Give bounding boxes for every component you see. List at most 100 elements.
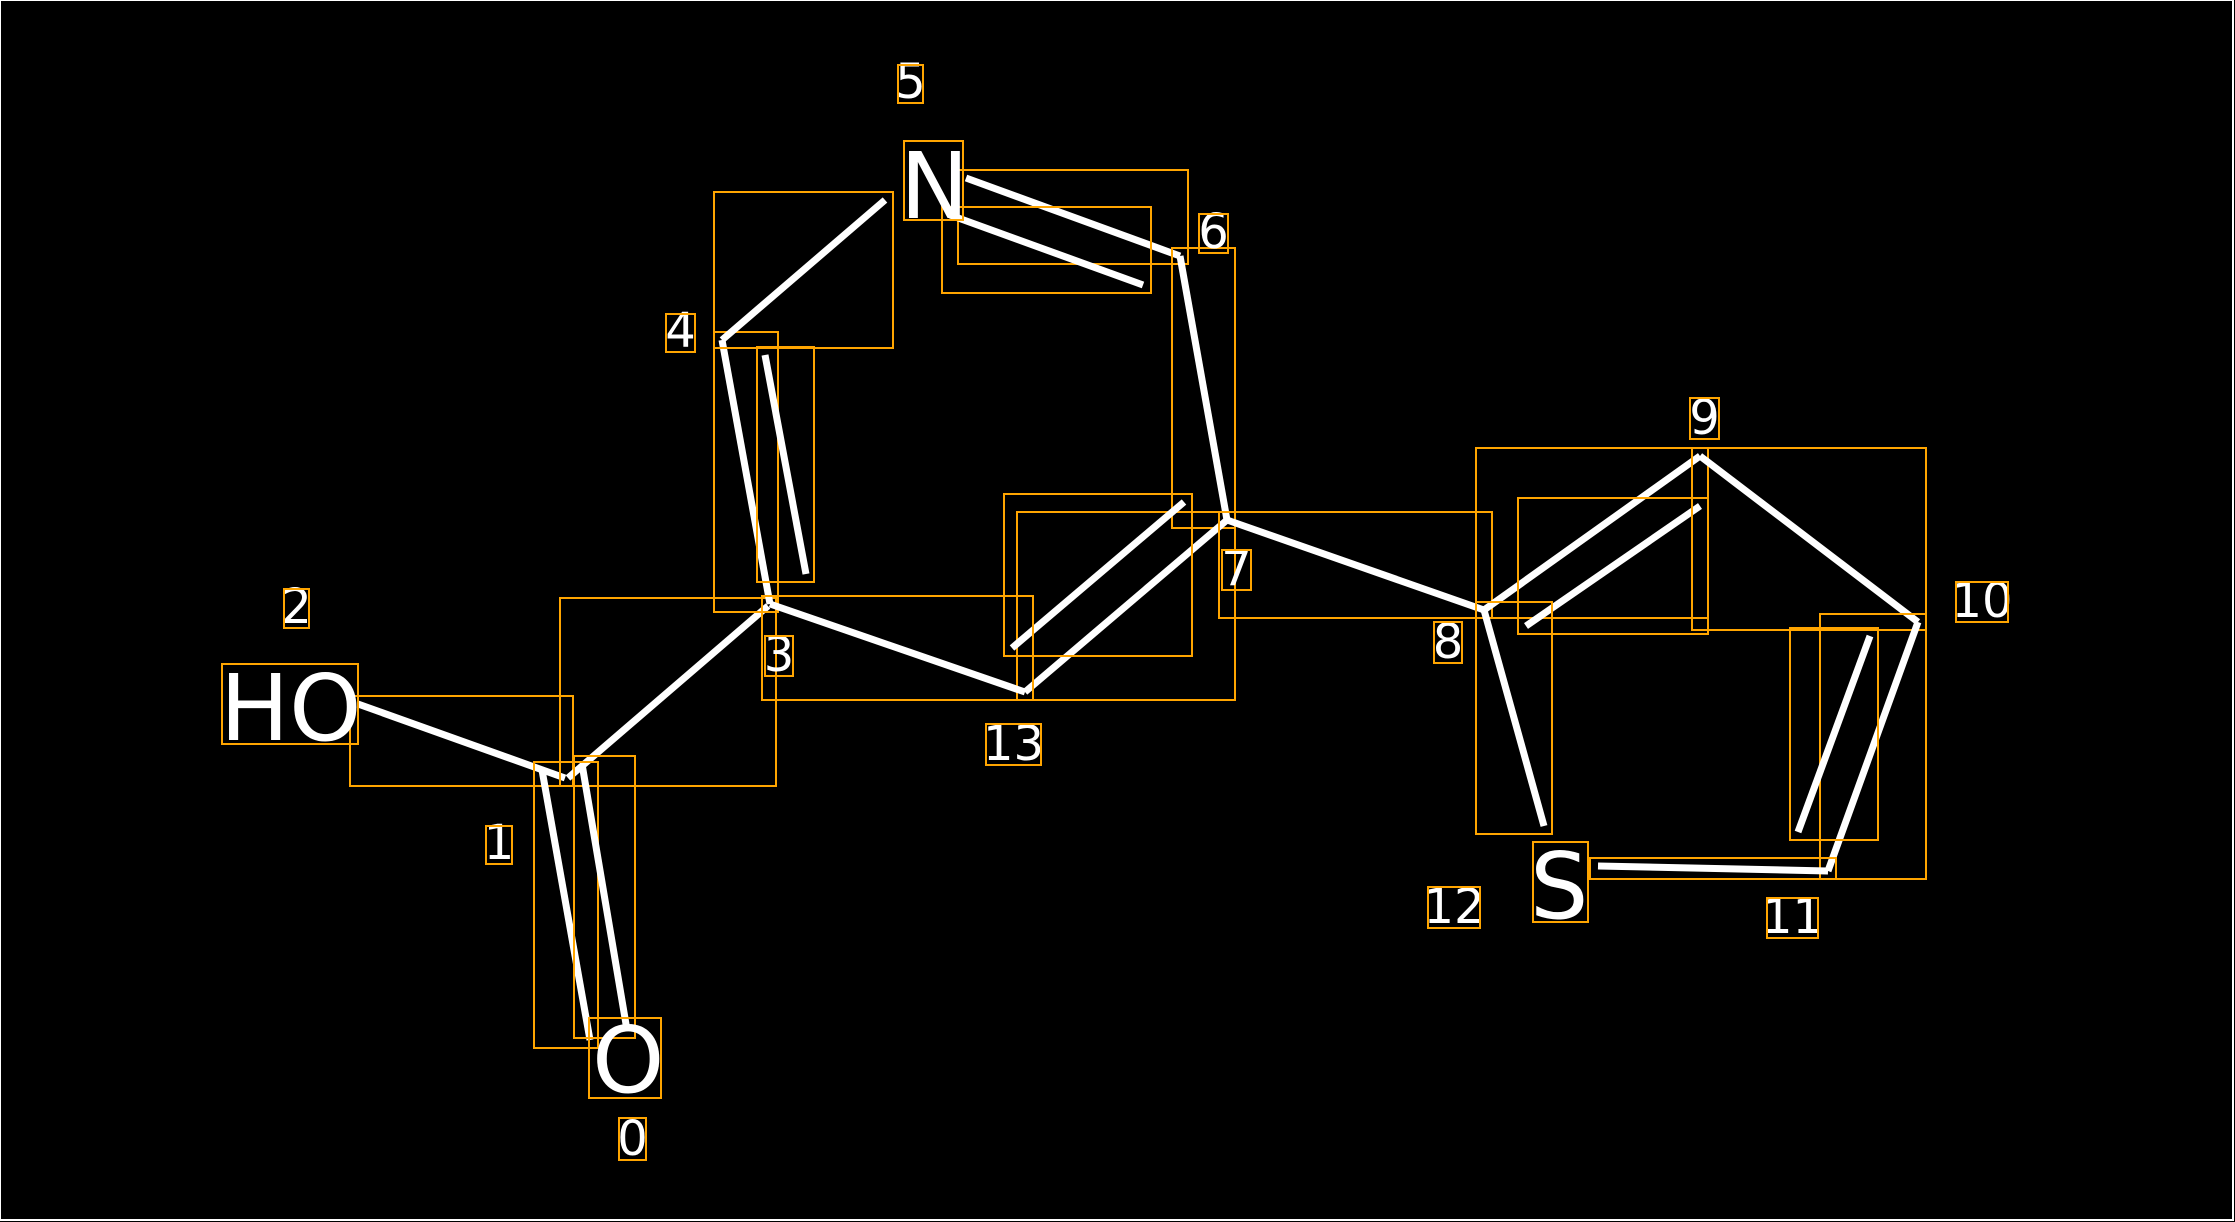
bond-bounding-box <box>1589 857 1837 880</box>
atom-index-box <box>618 1117 647 1161</box>
bond-line <box>719 197 888 343</box>
atom-index-box <box>1433 621 1463 664</box>
bond <box>713 191 894 349</box>
bond-line <box>578 763 631 1031</box>
atom-index-text: 6 <box>1198 204 1229 260</box>
atom-index-text: 4 <box>665 303 696 359</box>
bond-line <box>1009 499 1187 651</box>
atom-index-box <box>665 313 696 353</box>
bond-bounding-box <box>941 206 1152 294</box>
atom-index-label: 13 <box>983 716 1044 772</box>
atom-index-label: 10 <box>1951 573 2012 629</box>
bond-bounding-box <box>1016 511 1236 701</box>
bond-line <box>768 600 1027 696</box>
atom-symbol-box <box>1532 841 1589 923</box>
bond <box>1789 627 1879 841</box>
atom-index-label: 1 <box>484 815 515 871</box>
bond-line <box>761 354 810 575</box>
atom-index-label: 3 <box>764 627 795 683</box>
atom-symbol-box <box>903 140 964 221</box>
atom-index-box <box>1221 549 1252 591</box>
atom-index-box <box>985 723 1042 766</box>
atom-index-text: 13 <box>983 716 1044 772</box>
bond <box>349 695 574 787</box>
atom-symbol: S <box>1530 833 1589 940</box>
bond <box>713 331 779 613</box>
bond-bounding-box <box>573 755 636 1039</box>
bond <box>1016 511 1236 701</box>
atom-symbol-box <box>588 1017 662 1099</box>
bond <box>1003 493 1193 657</box>
bond-line <box>1794 634 1874 834</box>
atom-index-label: 4 <box>665 303 696 359</box>
bond <box>1691 447 1927 631</box>
atom-symbol-text: HO <box>220 655 362 762</box>
bond <box>761 595 1034 701</box>
atom-index-label: 5 <box>895 54 926 110</box>
bond <box>1517 497 1709 635</box>
bond-bounding-box <box>1517 497 1709 635</box>
bond-bounding-box <box>1789 627 1879 841</box>
atom-index-text: 5 <box>895 54 926 110</box>
atom-index-box <box>1955 581 2009 623</box>
bond <box>533 761 599 1049</box>
atom-index-label: 7 <box>1221 541 1252 597</box>
bond-line <box>1697 453 1921 625</box>
bond <box>1475 601 1553 835</box>
bond-line <box>964 174 1182 260</box>
bond-bounding-box <box>1691 447 1927 631</box>
atom-index-text: 0 <box>617 1111 648 1167</box>
atom-symbol-text: O <box>592 1007 664 1114</box>
atom-index-label: 0 <box>617 1111 648 1167</box>
bond-line <box>1824 620 1922 873</box>
bond-bounding-box <box>349 695 574 787</box>
bond-bounding-box <box>1171 247 1236 529</box>
bond-bounding-box <box>1218 511 1493 619</box>
bond <box>573 755 636 1039</box>
bond-line <box>1480 609 1548 827</box>
bond <box>1819 613 1927 880</box>
atom-index-box <box>283 588 310 629</box>
bond-bounding-box <box>559 597 777 787</box>
atom-symbol-text: N <box>900 133 969 240</box>
bond-line <box>1176 255 1231 521</box>
bond-line <box>1481 453 1703 613</box>
atom-index-text: 2 <box>281 579 312 635</box>
atom-index-box <box>1198 213 1229 254</box>
atom-index-text: 9 <box>1689 390 1720 446</box>
bond-line <box>948 211 1145 289</box>
bond-line <box>718 339 774 605</box>
atom-index-text: 12 <box>1423 879 1484 935</box>
atom-index-label: 2 <box>281 579 312 635</box>
bond <box>941 206 1152 294</box>
atom-index-label: 6 <box>1198 204 1229 260</box>
bond-line <box>1022 517 1230 695</box>
bond-line <box>538 769 594 1041</box>
atom-index-box <box>1766 897 1819 939</box>
atom-index-label: 12 <box>1423 879 1484 935</box>
bond-bounding-box <box>713 191 894 349</box>
bond-bounding-box <box>761 595 1034 701</box>
atom-symbol-text: S <box>1530 833 1588 940</box>
atom-index-text: 1 <box>484 815 515 871</box>
bond-line <box>565 603 771 781</box>
atom-index-box <box>1427 886 1481 929</box>
atom-index-box <box>485 825 513 865</box>
bond <box>1171 247 1236 529</box>
atom-symbol: HO <box>220 655 362 762</box>
atom-symbol: O <box>588 1007 664 1114</box>
atom-symbol-box <box>221 663 359 745</box>
bond-line <box>1597 862 1829 875</box>
bond <box>1218 511 1493 619</box>
bond-bounding-box <box>713 331 779 613</box>
bond-line <box>1225 516 1486 614</box>
atom-index-label: 11 <box>1762 889 1823 945</box>
atom-symbol: N <box>900 133 969 240</box>
atom-index-text: 8 <box>1433 614 1464 670</box>
bond-bounding-box <box>1475 601 1553 835</box>
bond-bounding-box <box>1003 493 1193 657</box>
atom-index-box <box>897 64 924 104</box>
bonds <box>349 169 1927 1049</box>
bond-line <box>1524 503 1702 629</box>
